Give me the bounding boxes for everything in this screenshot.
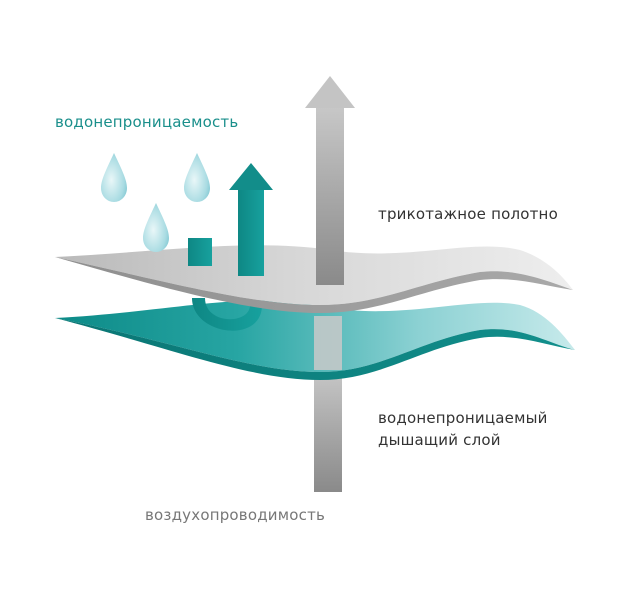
membrane-label: водонепроницаемый дышащий слой (378, 407, 548, 451)
vapor-arrow-up-icon (188, 163, 273, 276)
knit-fabric-label: трикотажное полотно (378, 205, 558, 223)
membrane-label-line1: водонепроницаемый (378, 409, 548, 427)
air-arrow-shaft-lower (314, 368, 342, 492)
air-permeability-label: воздухопроводимость (145, 506, 326, 524)
water-drop-icon (101, 153, 210, 252)
waterproofness-label: водонепроницаемость (55, 113, 239, 131)
fabric-layer (55, 245, 573, 313)
air-arrow-shaft-middle (314, 316, 342, 370)
air-arrow-up-icon (305, 76, 355, 285)
membrane-label-line2: дышащий слой (378, 431, 501, 449)
vapor-path-icon (192, 298, 262, 331)
